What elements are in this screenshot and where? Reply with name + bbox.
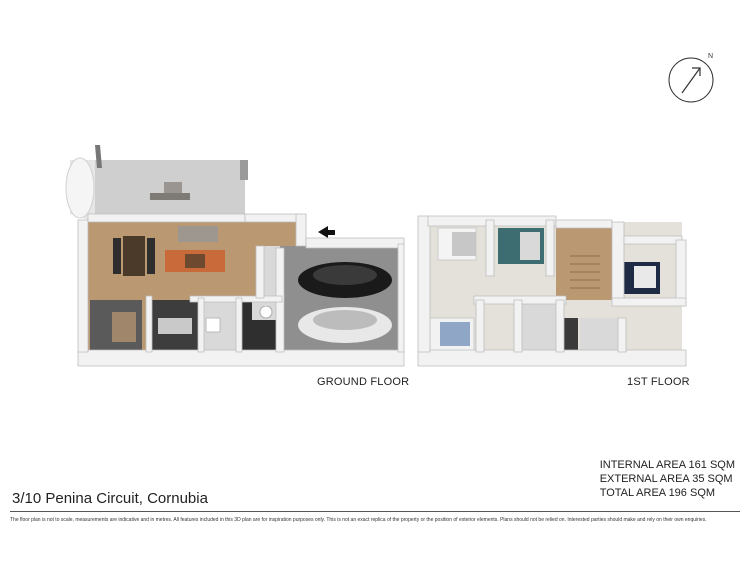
garage [258, 246, 400, 352]
first-floor-walls [417, 215, 687, 367]
north-compass-icon: N [668, 53, 714, 103]
ground-floor-label: GROUND FLOOR [317, 376, 410, 388]
first-floor [417, 215, 687, 367]
entry-arrow-icon [318, 226, 335, 238]
property-address: 3/10 Penina Circuit, Cornubia [12, 490, 208, 507]
bedroom-1 [437, 227, 477, 261]
total-area: TOTAL AREA 196 SQM [599, 487, 716, 499]
area-summary: INTERNAL AREA 161 SQM EXTERNAL AREA 35 S… [600, 458, 735, 500]
ground-floor-walls [77, 213, 405, 367]
external-area: EXTERNAL AREA 35 SQM [599, 473, 733, 485]
disclaimer-text: The floor plan is not to scale, measurem… [10, 517, 707, 523]
internal-area: INTERNAL AREA 161 SQM [599, 459, 735, 471]
alfresco-deck [65, 145, 248, 222]
living-dining-area [82, 220, 300, 352]
ground-floor [65, 145, 405, 367]
bedroom-2 [498, 228, 544, 264]
footer-divider [10, 511, 740, 512]
master-bedroom [429, 317, 475, 353]
bedroom-4 [624, 262, 660, 294]
first-floor-label: 1ST FLOOR [627, 376, 690, 388]
compass-north-letter: N [708, 53, 713, 60]
staircase [570, 255, 600, 289]
